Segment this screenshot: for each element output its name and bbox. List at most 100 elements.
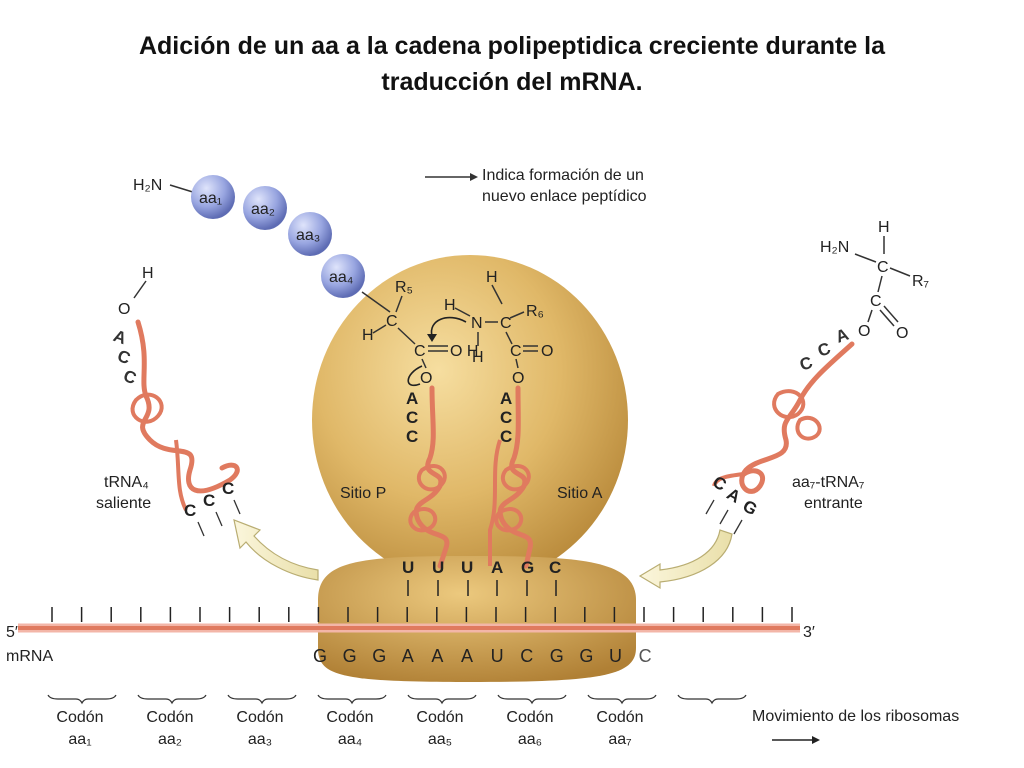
a-h-bottom: H	[472, 349, 484, 366]
p-site-chemistry: R₅ C H C O H O	[362, 279, 478, 387]
enter-anticodon-c: C	[710, 472, 730, 495]
exit-trna-body	[135, 319, 240, 494]
mrna-base: U	[609, 646, 623, 666]
codon-word: Codón	[56, 709, 103, 726]
aa1-sphere	[191, 175, 235, 219]
p-oh: O H	[450, 343, 478, 360]
exit-trna-anticodon-arm	[174, 439, 188, 511]
exiting-trna: H O A C C C C C tRNA₄ saliente	[96, 265, 319, 581]
codon-bracket	[677, 694, 747, 705]
codon-word: Codón	[236, 709, 283, 726]
a-carbonyl-o: O	[541, 343, 553, 360]
codon-bracket	[407, 694, 477, 705]
a-h-amine-bond	[454, 307, 471, 317]
mrna-base: U	[491, 646, 505, 666]
enter-trna-anticodon-arm	[712, 472, 745, 487]
a-h-top: H	[486, 269, 498, 286]
mrna-base: G	[313, 646, 328, 666]
r5-bond	[395, 295, 403, 313]
aa4-sphere	[321, 254, 365, 298]
exit-anticodon-c1: C	[184, 501, 196, 520]
a-trna-acceptor-c2: C	[500, 427, 512, 446]
codon-bracket	[137, 694, 207, 705]
legend-text-line-2: nuevo enlace peptídico	[482, 188, 647, 205]
codon-bracket	[47, 694, 117, 705]
a-site-trna: A C C Sitio A	[488, 385, 603, 569]
a-h-amine: H	[444, 297, 456, 314]
a-carbonyl-c: C	[510, 343, 522, 360]
p-site-trna: A C C Sitio P	[340, 385, 450, 569]
exit-acceptor-a: A	[111, 326, 129, 348]
enter-c-to-carbonyl	[877, 275, 883, 293]
mrna-base: G	[550, 646, 565, 666]
enter-h-top: H	[878, 219, 890, 236]
ribosome-movement: Movimiento de los ribosomas	[752, 708, 959, 744]
aa1-label: aa₁	[199, 190, 222, 207]
anticodon-u3: U	[461, 558, 473, 577]
p-h: H	[362, 327, 374, 344]
mrna-base: G	[343, 646, 358, 666]
p-trna-loop	[416, 464, 447, 492]
mrna-5prime: 5′	[6, 624, 18, 641]
mrna-base: C	[639, 646, 653, 666]
title-line-1: Adición de un aa a la cadena polipeptidi…	[138, 32, 886, 60]
exit-acceptor-c1: C	[115, 346, 133, 368]
aa4-label: aa₄	[329, 269, 353, 286]
r6-label: R₆	[526, 303, 544, 320]
codon-bracket	[497, 694, 567, 705]
diagram-title: Adición de un aa a la cadena polipeptidi…	[0, 28, 1024, 100]
codon-word: Codón	[416, 709, 463, 726]
aa4-to-c-bond	[361, 291, 391, 313]
a-c-to-carbonyl	[505, 331, 513, 345]
mrna-base: A	[431, 646, 444, 666]
p-attack-arrow	[430, 316, 467, 337]
exit-anticodon-ticks	[197, 499, 241, 537]
exit-anticodon-c3: C	[222, 479, 234, 498]
legend-arrow-head	[470, 173, 478, 181]
p-trna-acceptor-a: A	[406, 389, 418, 408]
a-trna-loop-2	[494, 507, 524, 533]
legend: Indica formación de un nuevo enlace pept…	[425, 167, 647, 205]
enter-trna-label-line-2: entrante	[804, 495, 863, 512]
a-h-top-bond	[491, 284, 503, 305]
aa3-sphere	[288, 212, 332, 256]
mrna-ticks	[51, 607, 793, 622]
amino-terminus-label: H₂N	[133, 177, 162, 194]
a-ester-o: O	[512, 370, 524, 387]
movement-label: Movimiento de los ribosomas	[752, 708, 959, 725]
enter-r7-bond	[889, 267, 911, 277]
p-site-label: Sitio P	[340, 485, 386, 502]
a-c-to-ester-o	[515, 358, 519, 369]
enter-h2n: H₂N	[820, 239, 849, 256]
anticodon-g: G	[521, 558, 534, 577]
aa3-label: aa₃	[296, 227, 320, 244]
anticodon-c: C	[549, 558, 561, 577]
exit-trna-label-line-2: saliente	[96, 495, 151, 512]
codon-aa: aa₄	[338, 731, 362, 748]
ribosome-large-subunit	[312, 255, 628, 585]
codon-aa: aa₃	[248, 731, 272, 748]
enter-arrow	[638, 529, 733, 590]
aa2-sphere	[243, 186, 287, 230]
enter-c-to-ester-o	[867, 309, 873, 323]
mrna-3prime: 3′	[803, 624, 815, 641]
enter-carbonyl-o: O	[896, 325, 908, 342]
p-attack-arrow-head	[427, 334, 437, 342]
enter-acceptor-a: A	[833, 325, 851, 347]
enter-acceptor-c1: C	[815, 339, 833, 361]
anticodon-u2: U	[432, 558, 444, 577]
anticodon-u1: U	[402, 558, 414, 577]
a-c-alpha: C	[500, 315, 512, 332]
enter-anticodon-ticks	[705, 499, 743, 535]
exit-arrow	[233, 519, 319, 581]
enter-anticodon-a: A	[724, 484, 744, 507]
exit-h: H	[142, 265, 154, 282]
entering-trna: H H₂N C R₇ C O O A C C C A G aa₇-tRNA₇ e…	[638, 219, 929, 590]
p-h-bond	[372, 324, 387, 334]
anticodon-a: A	[491, 558, 503, 577]
codon-labels: Codónaa₁Codónaa₂Codónaa₃Codónaa₄Codónaa₅…	[47, 694, 747, 748]
enter-ester-o: O	[858, 323, 870, 340]
